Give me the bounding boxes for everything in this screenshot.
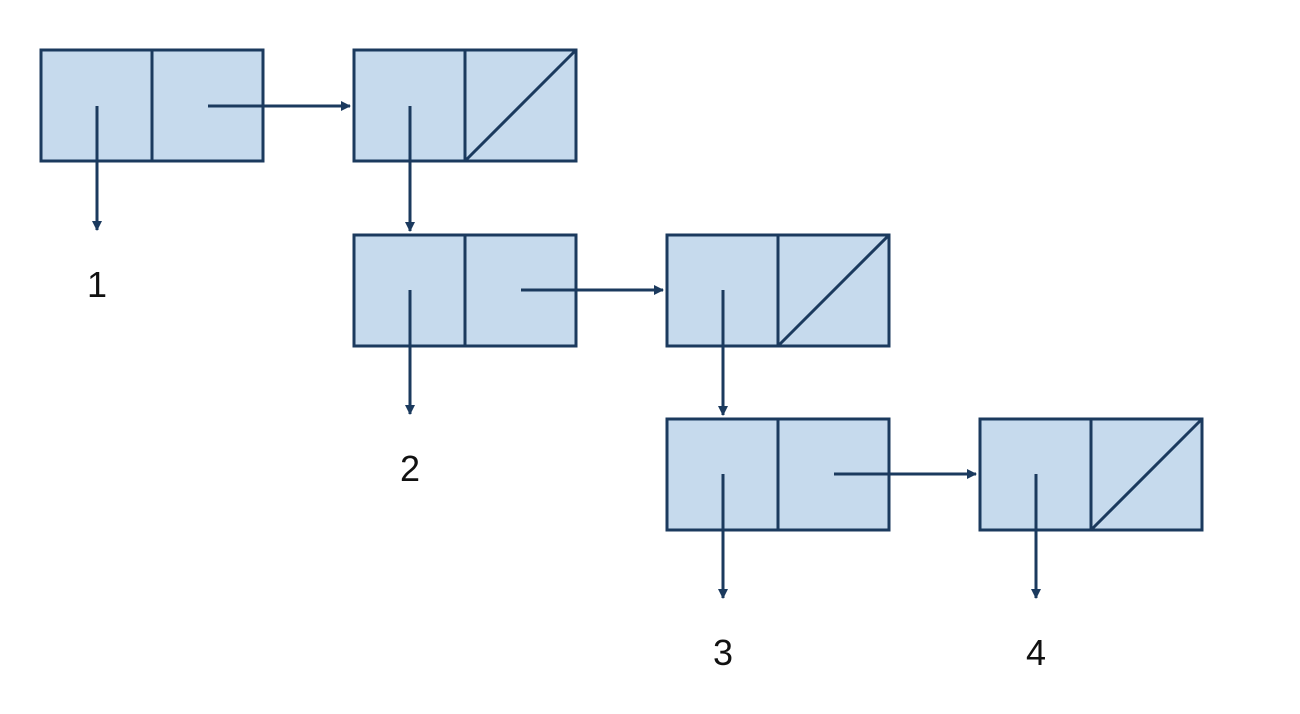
nil-slash-cell-4 — [776, 233, 891, 348]
atom-label-3: 3 — [713, 632, 733, 673]
cons-cell-6 — [978, 417, 1204, 532]
cons-cell-2 — [352, 48, 578, 163]
nil-slash-cell-6 — [1089, 417, 1204, 532]
cons-cell-4 — [665, 233, 891, 348]
atom-label-1: 1 — [87, 264, 107, 305]
nil-slash-cell-2 — [463, 48, 578, 163]
atom-label-2: 2 — [400, 448, 420, 489]
atom-label-4: 4 — [1026, 632, 1046, 673]
